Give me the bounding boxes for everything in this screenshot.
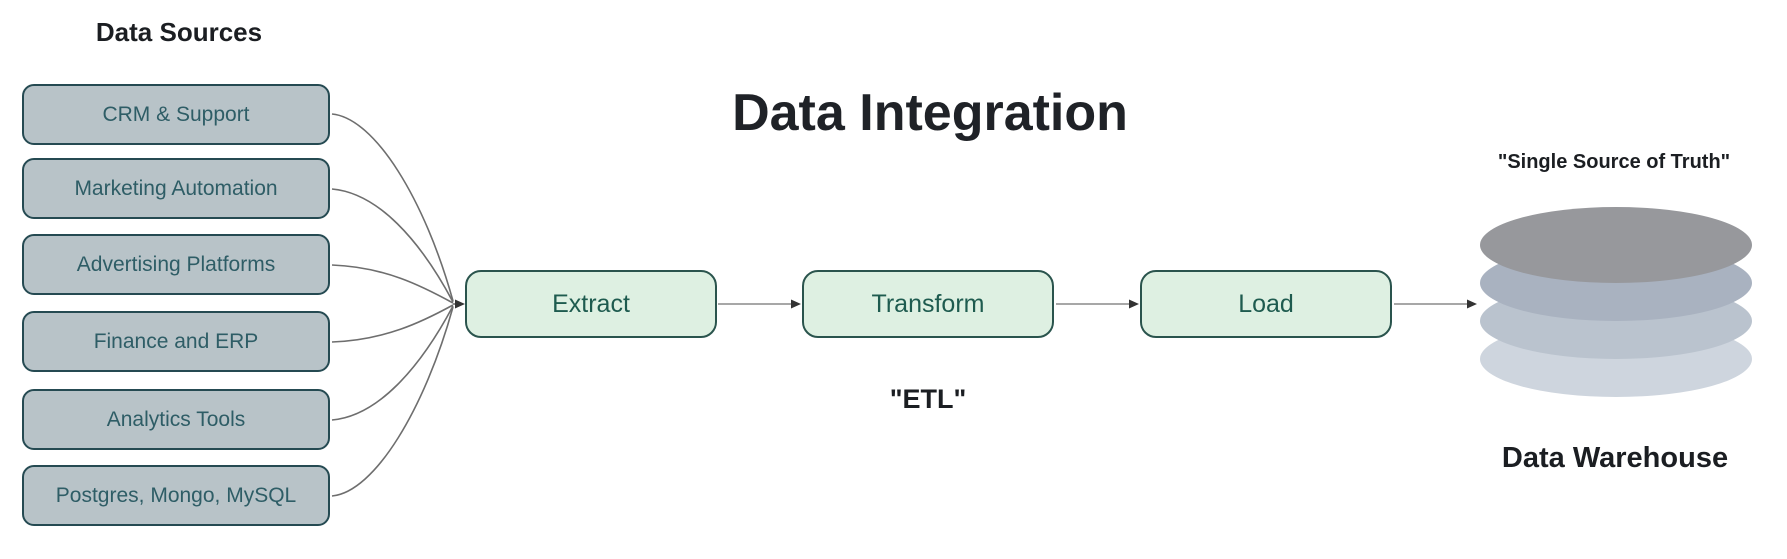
source-curve-5: [331, 305, 454, 421]
diagram-title: Data Integration: [732, 84, 1128, 142]
warehouse-cylinder: [1480, 207, 1752, 397]
source-node-analytics-tools: Analytics Tools: [22, 389, 330, 450]
step-node-label: Transform: [871, 289, 985, 318]
source-node-databases: Postgres, Mongo, MySQL: [22, 465, 330, 526]
source-node-label: Advertising Platforms: [76, 252, 276, 276]
source-node-crm-support: CRM & Support: [22, 84, 330, 145]
flow-arrowheads: [791, 299, 1477, 309]
source-connector-curves: [331, 113, 457, 497]
etl-caption: "ETL": [889, 384, 967, 414]
cylinder-disc-1: [1480, 207, 1752, 283]
source-curve-1: [331, 113, 454, 302]
source-curve-2: [331, 188, 454, 303]
source-node-label: Marketing Automation: [74, 176, 278, 200]
source-node-marketing-automation: Marketing Automation: [22, 158, 330, 219]
source-curve-6: [331, 306, 454, 497]
source-node-label: Postgres, Mongo, MySQL: [55, 483, 297, 507]
data-warehouse-label: Data Warehouse: [1501, 442, 1729, 474]
step-node-label: Extract: [552, 289, 630, 318]
arrowhead-warehouse: [1467, 299, 1477, 309]
single-source-of-truth-caption: "Single Source of Truth": [1497, 151, 1731, 173]
step-node-extract: Extract: [465, 270, 717, 338]
arrowhead-transform: [791, 299, 801, 309]
source-node-label: Finance and ERP: [93, 329, 259, 353]
step-node-label: Load: [1238, 289, 1294, 318]
source-node-finance-erp: Finance and ERP: [22, 311, 330, 372]
source-curve-4: [331, 304, 454, 343]
converge-arrowhead: [455, 299, 465, 309]
source-node-advertising-platforms: Advertising Platforms: [22, 234, 330, 295]
source-curve-3: [331, 264, 454, 304]
arrowhead-load: [1129, 299, 1139, 309]
data-sources-heading: Data Sources: [95, 17, 263, 47]
source-node-label: CRM & Support: [102, 102, 250, 126]
source-node-label: Analytics Tools: [106, 407, 246, 431]
step-node-load: Load: [1140, 270, 1392, 338]
step-node-transform: Transform: [802, 270, 1054, 338]
